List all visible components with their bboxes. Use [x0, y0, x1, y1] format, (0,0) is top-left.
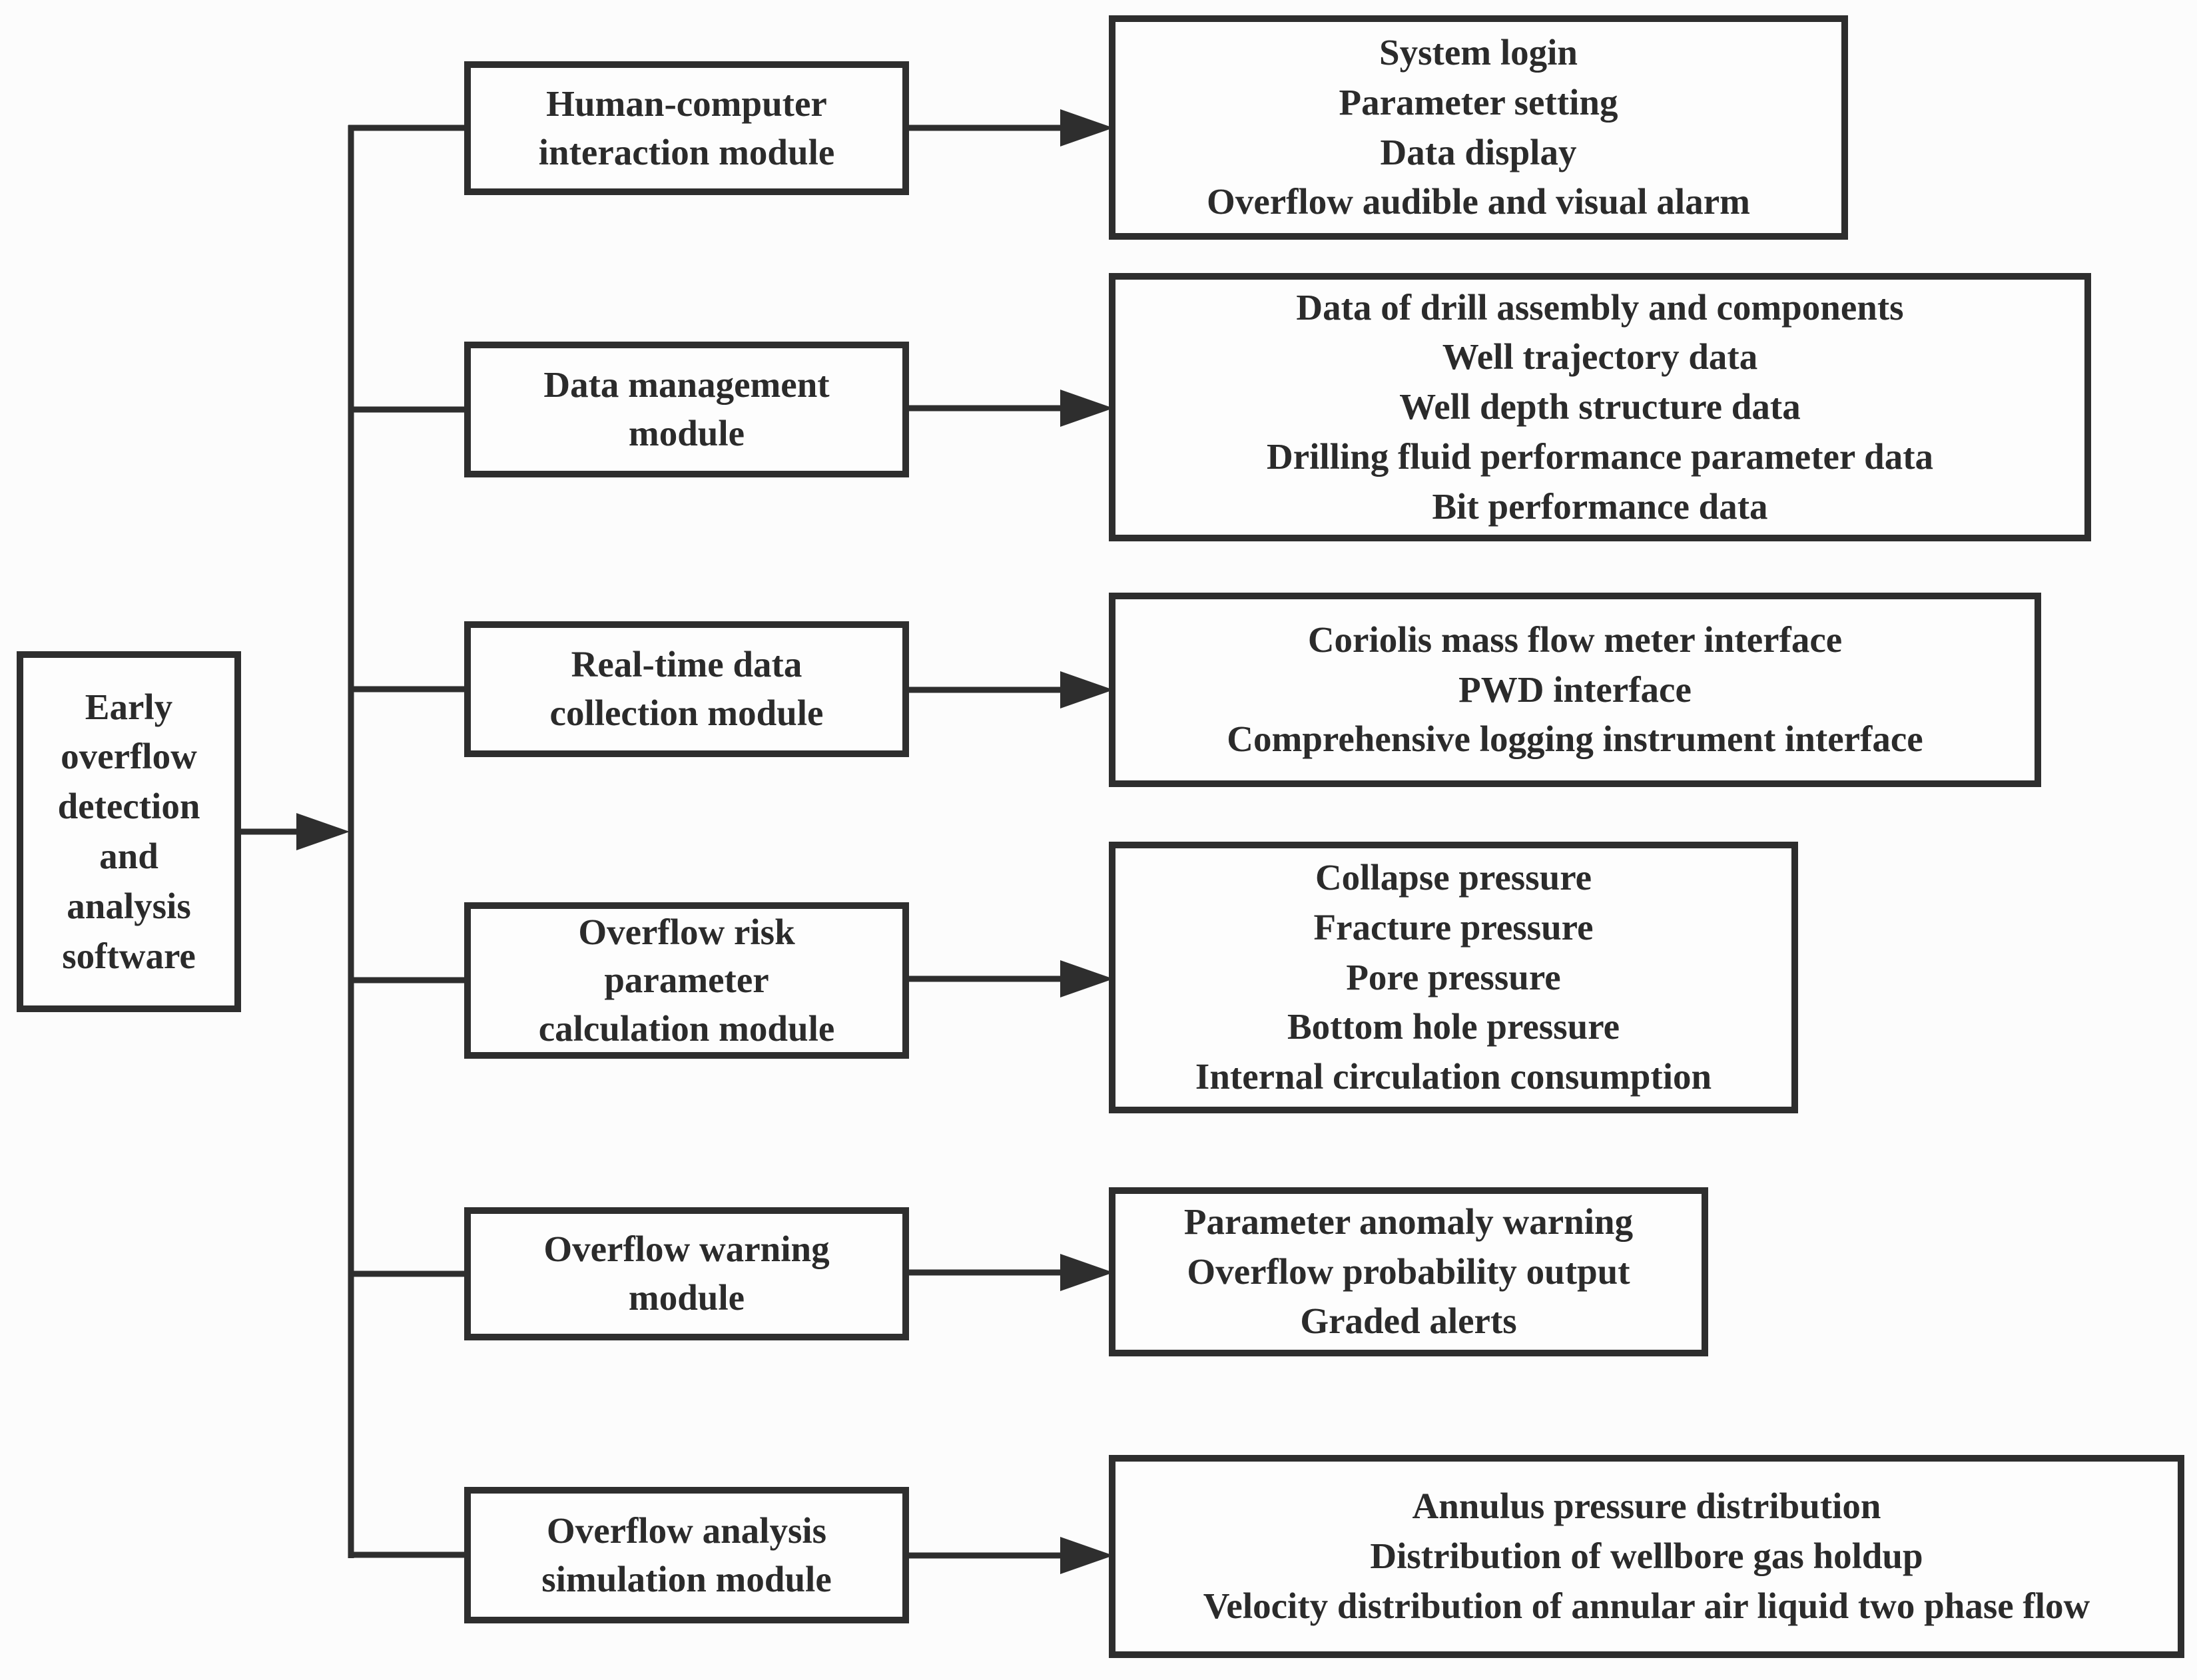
output-box-overflow-analysis-simulation: Annulus pressure distribution Distributi… — [1109, 1455, 2184, 1658]
module-box-overflow-warning: Overflow warning module — [464, 1207, 909, 1340]
output-arrowhead-3-icon — [1060, 671, 1113, 708]
root-arrowhead-icon — [296, 813, 350, 850]
output-arrowhead-1-icon — [1060, 109, 1113, 146]
module-label: Overflow warning module — [543, 1229, 830, 1318]
module-label: Overflow analysis simulation module — [541, 1510, 832, 1599]
output-arrowhead-5-icon — [1060, 1254, 1113, 1291]
output-list: Data of drill assembly and components We… — [1266, 286, 1934, 527]
output-list: System login Parameter setting Data disp… — [1207, 31, 1750, 222]
output-box-real-time-data-collection: Coriolis mass flow meter interface PWD i… — [1109, 593, 2041, 787]
output-box-human-computer-interaction: System login Parameter setting Data disp… — [1109, 15, 1848, 240]
output-box-overflow-warning: Parameter anomaly warning Overflow proba… — [1109, 1187, 1708, 1356]
module-label: Data management module — [543, 364, 830, 453]
output-arrowhead-6-icon — [1060, 1537, 1113, 1574]
module-box-human-computer-interaction: Human-computer interaction module — [464, 61, 909, 195]
module-box-overflow-risk-parameter-calculation: Overflow risk parameter calculation modu… — [464, 902, 909, 1059]
output-list: Coriolis mass flow meter interface PWD i… — [1227, 619, 1923, 760]
root-label: Early overflow detection and analysis so… — [57, 686, 200, 976]
module-label: Overflow risk parameter calculation modu… — [538, 911, 835, 1049]
output-box-overflow-risk-parameter-calculation: Collapse pressure Fracture pressure Pore… — [1109, 842, 1798, 1113]
module-label: Real-time data collection module — [549, 644, 824, 733]
output-list: Parameter anomaly warning Overflow proba… — [1183, 1201, 1634, 1342]
output-arrowhead-4-icon — [1060, 960, 1113, 997]
output-box-data-management: Data of drill assembly and components We… — [1109, 273, 2091, 541]
output-list: Collapse pressure Fracture pressure Pore… — [1195, 857, 1712, 1097]
module-box-real-time-data-collection: Real-time data collection module — [464, 621, 909, 757]
module-box-overflow-analysis-simulation: Overflow analysis simulation module — [464, 1487, 909, 1623]
module-box-data-management: Data management module — [464, 342, 909, 477]
root-box: Early overflow detection and analysis so… — [17, 651, 241, 1012]
output-list: Annulus pressure distribution Distributi… — [1203, 1486, 2090, 1626]
module-label: Human-computer interaction module — [538, 83, 835, 172]
output-arrowhead-2-icon — [1060, 390, 1113, 427]
